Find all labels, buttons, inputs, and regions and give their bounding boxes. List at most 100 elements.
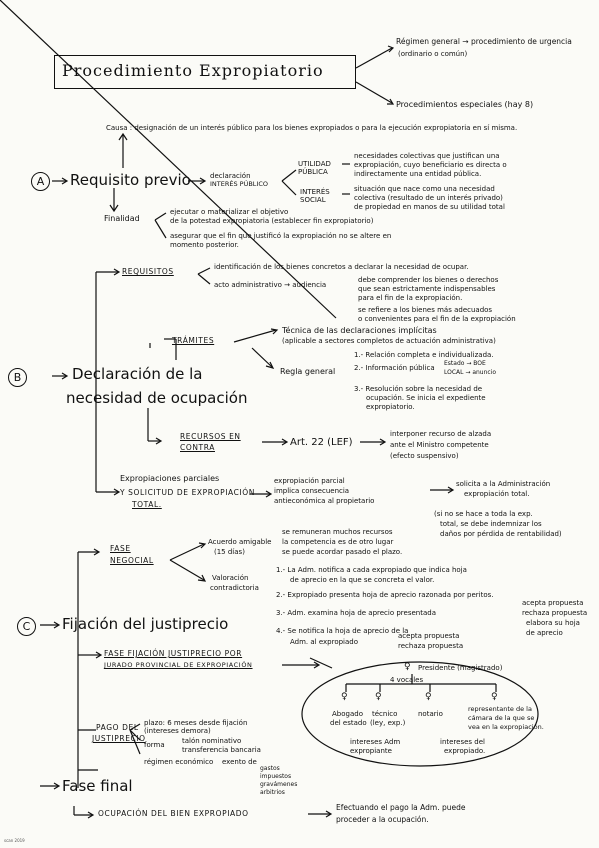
b-note-1: (si no se hace a toda la exp. (434, 510, 533, 518)
title-box (54, 55, 356, 89)
f-plazo: plazo: 6 meses desde fijación (intereses… (144, 719, 248, 736)
a-heading: Requisito previo (70, 171, 191, 189)
a-utilidad-desc-1: necesidades colectivas que justifican un… (354, 152, 500, 160)
b-heading-2: necesidad de ocupación (66, 389, 248, 407)
b-exprop-2: y SOLICITUD DE EXPROPIACIÓN (120, 488, 256, 497)
c-v4d: rechaza propuesta (398, 642, 464, 650)
c-v3: 3.- Adm. examina hoja de aprecio present… (276, 609, 436, 617)
a-interes-desc-1: situación que nace como una necesidad (354, 185, 495, 193)
c-fase-fij-2: JURADO PROVINCIAL DE EXPROPIACIÓN (104, 661, 253, 669)
c-v3d: de aprecio (526, 629, 563, 637)
c-acuerdo-1: Acuerdo amigable (208, 538, 272, 546)
a-interes: INTERÉS SOCIAL (300, 188, 330, 205)
b-total-2: expropiación total. (464, 490, 530, 498)
c-interesados-2: expropiante (350, 747, 392, 755)
f-forma: forma (144, 741, 165, 749)
c-fase-negocial-2: NEGOCIAL (110, 556, 154, 565)
b-req-2b: que sean estrictamente indispensables (358, 285, 496, 293)
b-regla-3b: ocupación. Se inicia el expediente (366, 394, 486, 402)
c-tecnico-2: (ley, exp.) (370, 719, 406, 727)
f-pago-2: JUSTIPRECIO (92, 734, 146, 743)
a-utilidad-desc-2: expropiación, cuyo beneficiario es direc… (354, 161, 507, 169)
a-interes-desc-2: colectiva (resultado de un interés priva… (354, 194, 503, 202)
f-regimen-2: gastos (260, 765, 280, 772)
b-art-desc-1: interponer recurso de alzada (390, 430, 492, 438)
f-ocupacion-desc-2: proceder a la ocupación. (336, 815, 429, 824)
c-repr-2: cámara de la que se (468, 714, 535, 722)
c-v1b: de aprecio en la que se concreta el valo… (290, 576, 435, 584)
vocal-figure-icon: ♀ (425, 692, 432, 702)
vocal-figure-icon: ♀ (341, 692, 348, 702)
b-regla-2a: Estado → BOE (444, 360, 486, 367)
b-req-2c: para el fin de la expropiación. (358, 294, 463, 302)
b-parcial-3: antieconómica al propietario (274, 497, 375, 505)
b-req-2e: o convenientes para el fin de la expropi… (358, 315, 516, 323)
b-requisitos: REQUISITOS (122, 267, 174, 276)
a-fin-4: momento posterior. (170, 241, 239, 249)
f-pago-1: PAGO DEL (96, 723, 139, 732)
b-heading-1: Declaración de la (72, 365, 203, 383)
presidente-figure-icon: ♀ (404, 662, 411, 672)
b-art-desc-3: (efecto suspensivo) (390, 452, 459, 460)
c-notario: notario (418, 710, 443, 718)
footer-mark: scan 2019 (4, 838, 25, 843)
b-tecnica-2: (aplicable a sectores completos de actua… (282, 337, 496, 345)
c-repr-3: vea en la expropiación. (468, 723, 544, 731)
c-presidente: Presidente (magistrado) (418, 664, 503, 672)
b-regla-2: 2.- Información pública (354, 364, 435, 372)
f-regimen: régimen económico (144, 758, 214, 766)
vocal-figure-icon: ♀ (491, 692, 498, 702)
c-valoracion-2: contradictoria (210, 584, 259, 592)
b-regla-3a: 3.- Resolución sobre la necesidad de (354, 385, 483, 393)
f-regimen-5: arbitrios (260, 789, 285, 796)
c-acuerdo-2: (15 días) (214, 548, 245, 556)
b-art: Art. 22 (LEF) (290, 437, 353, 448)
c-v4a: 4.- Se notifica la hoja de aprecio de la (276, 627, 409, 635)
b-parcial-2: implica consecuencia (274, 487, 350, 495)
a-utilidad: UTILIDAD PÚBLICA (298, 160, 331, 177)
b-parcial-1: expropiación parcial (274, 477, 345, 485)
c-vocales: 4 vocales (390, 676, 424, 684)
c-v2: 2.- Expropiado presenta hoja de aprecio … (276, 591, 494, 599)
top-especiales: Procedimientos especiales (hay 8) (396, 100, 534, 109)
section-a-badge: A (31, 172, 50, 191)
vocal-figure-icon: ♀ (375, 692, 382, 702)
c-v3a: acepta propuesta (522, 599, 584, 607)
b-art-desc-2: ante el Ministro competente (390, 441, 489, 449)
c-v1a: 1.- La Adm. notifica a cada expropiado q… (276, 566, 467, 574)
b-exprop-3: TOTAL. (132, 500, 162, 509)
a-utilidad-desc-3: indirectamente una entidad pública. (354, 170, 482, 178)
b-req-2: acto administrativo → audiencia (214, 281, 327, 289)
c-fase-negocial-1: FASE (110, 544, 131, 553)
b-req-2d: se refiere a los bienes más adecuados (358, 306, 493, 314)
a-interes-desc-3: de propiedad en manos de su utilidad tot… (354, 203, 505, 211)
c-acuerdo-a: se remuneran muchos recursos (282, 528, 393, 536)
b-exprop-1: Expropiaciones parciales (120, 474, 220, 483)
b-req-1: identificación de los bienes concretos a… (214, 263, 469, 271)
a-fin-3: asegurar que el fin que justificó la exp… (170, 232, 392, 240)
b-tramites: TRÁMITES (172, 336, 215, 345)
c-intereses-exp-1: intereses del (440, 738, 485, 746)
b-note-3: daños por pérdida de rentabilidad) (440, 530, 562, 538)
top-general-note: (ordinario o común) (398, 50, 468, 58)
c-acuerdo-c: se puede acordar pasado el plazo. (282, 548, 403, 556)
page-title: Procedimiento Expropiatorio (62, 61, 324, 80)
f-forma-1: talón nominativo (182, 737, 242, 745)
c-valoracion-1: Valoración (212, 574, 249, 582)
f-regimen-1: exento de (222, 758, 257, 766)
c-acuerdo-b: la competencia es de otro lugar (282, 538, 394, 546)
c-intereses-exp-2: expropiado. (444, 747, 486, 755)
f-ocupacion: OCUPACIÓN DEL BIEN EXPROPIADO (98, 809, 249, 818)
c-interesados-1: intereses Adm (350, 738, 401, 746)
f-regimen-4: gravámenes (260, 781, 298, 788)
c-heading: Fijación del justiprecio (62, 615, 229, 633)
c-abogado-2: del estado (330, 719, 367, 727)
a-causa: Causa : designación de un interés públic… (106, 124, 518, 132)
f-ocupacion-desc-1: Efectuando el pago la Adm. puede (336, 803, 466, 812)
f-forma-2: transferencia bancaria (182, 746, 261, 754)
a-fin-1: ejecutar o materializar el objetivo (170, 208, 289, 216)
a-finalidad: Finalidad (104, 214, 140, 223)
top-general: Régimen general → procedimiento de urgen… (396, 37, 572, 46)
c-abogado-1: Abogado (332, 710, 363, 718)
f-heading: Fase final (62, 777, 133, 795)
